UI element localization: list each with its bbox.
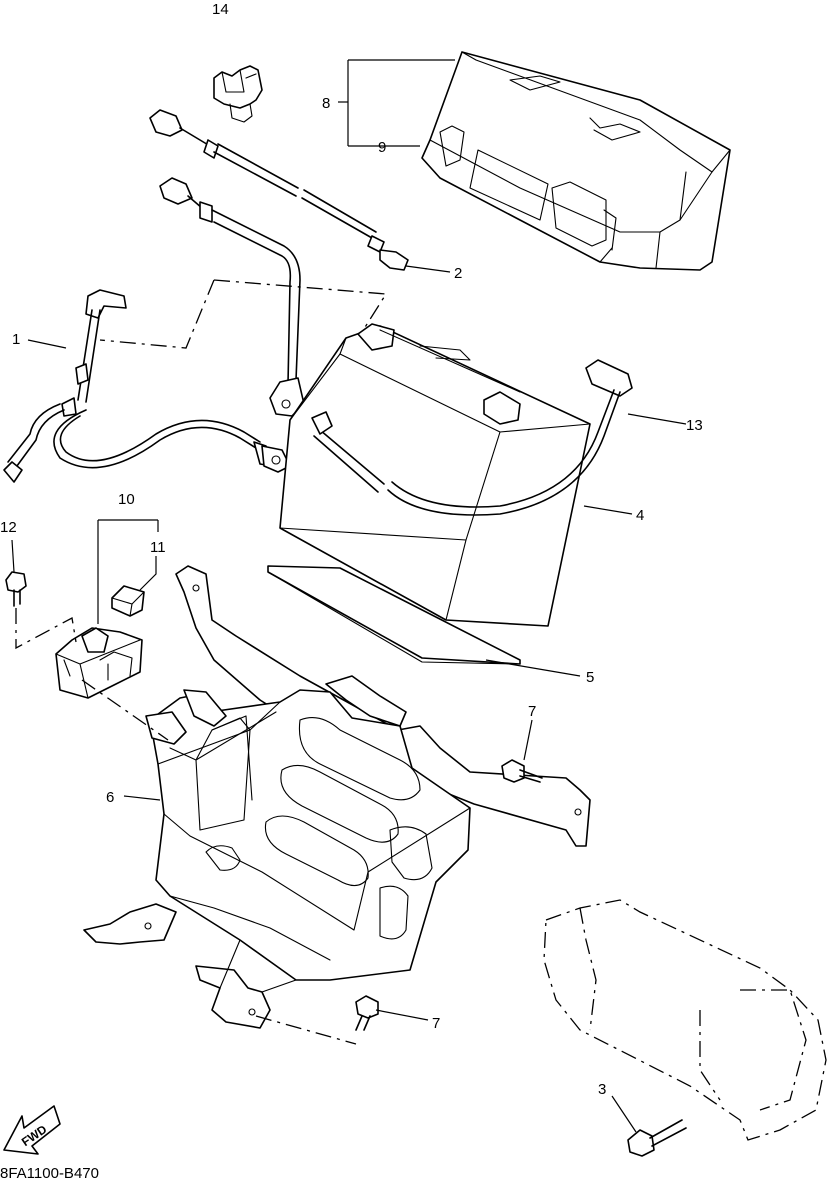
leader-1 — [27, 339, 67, 349]
part-14-cable-clamp — [213, 65, 263, 123]
part-3-bolt — [627, 1119, 687, 1157]
part-7-bolt-lower — [355, 995, 379, 1031]
callout-6: 6 — [106, 789, 114, 806]
callout-14: 14 — [212, 1, 229, 18]
part-10-relay — [55, 627, 143, 699]
leader-3 — [611, 1095, 637, 1133]
leader-11 — [139, 556, 157, 591]
leader-4 — [583, 505, 633, 515]
leader-6 — [123, 795, 161, 801]
routing-line-left — [99, 279, 215, 349]
part-13-terminal-cable — [311, 359, 633, 516]
callout-5: 5 — [586, 669, 594, 686]
bracket-10-11 — [97, 519, 159, 624]
callout-3: 3 — [598, 1081, 606, 1098]
part-11-fuse — [111, 585, 145, 617]
callout-8: 8 — [322, 95, 330, 112]
leader-2 — [405, 265, 451, 273]
callout-4: 4 — [636, 507, 644, 524]
callout-2: 2 — [454, 265, 462, 282]
callout-9: 9 — [378, 139, 386, 156]
starter-motor — [543, 899, 827, 1141]
part-7-bolt-upper — [501, 759, 543, 783]
callout-13: 13 — [686, 417, 703, 434]
part-6-battery-box — [83, 565, 591, 1029]
leader-12 — [11, 539, 15, 573]
relay-mount-line — [15, 608, 77, 650]
callout-11: 11 — [150, 539, 166, 556]
leader-7b — [375, 1009, 429, 1021]
positive-cable — [159, 177, 305, 417]
diagram-code: 8FA1100-B470 — [0, 1165, 99, 1181]
callout-7-lower: 7 — [432, 1015, 440, 1032]
part-12-bolt — [5, 571, 27, 607]
callout-12: 12 — [0, 519, 17, 536]
part-5-battery-pad — [267, 565, 521, 665]
callout-1: 1 — [12, 331, 20, 348]
callout-7-upper: 7 — [528, 703, 536, 720]
callout-10: 10 — [118, 491, 135, 508]
part-8-battery-cover — [421, 51, 731, 271]
leader-13 — [627, 413, 687, 425]
leader-5 — [485, 659, 581, 677]
fwd-arrow-icon — [3, 1105, 61, 1155]
bracket-8-9 — [347, 59, 455, 147]
part-2-negative-cable — [149, 109, 409, 271]
part-1-wire-harness — [3, 289, 291, 483]
leader-7a — [523, 719, 533, 761]
bolt-line-lower — [255, 1015, 357, 1045]
part-4-battery — [279, 323, 591, 627]
